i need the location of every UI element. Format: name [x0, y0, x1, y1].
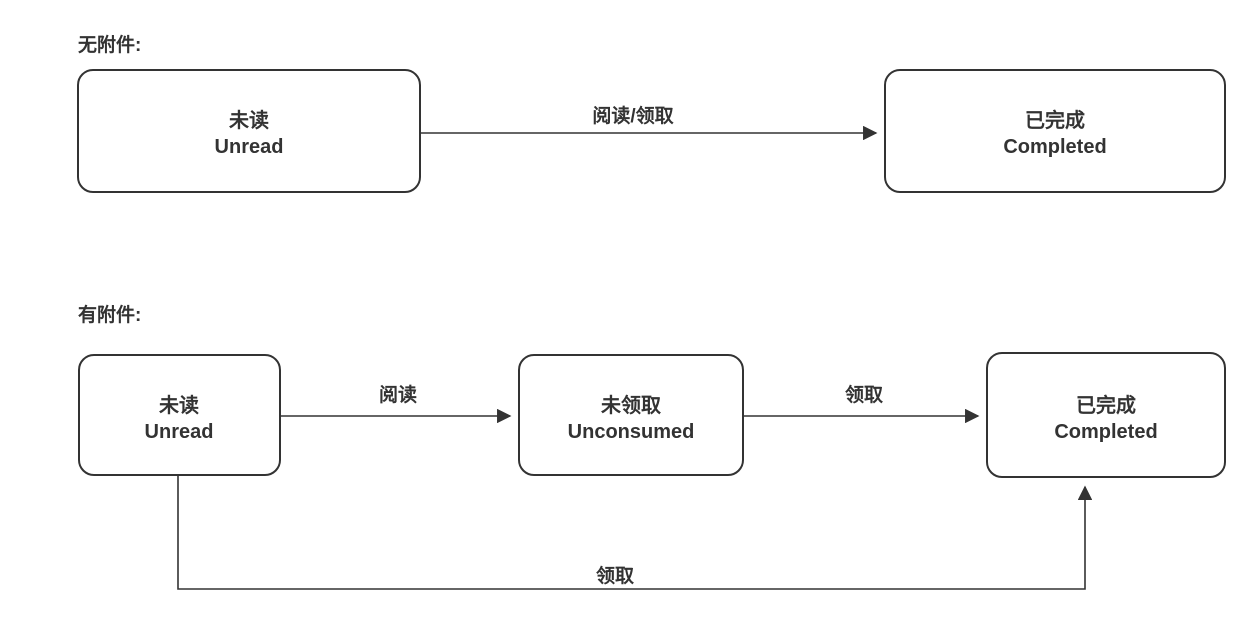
node-completed-zh-s1: 已完成 [1025, 108, 1085, 132]
edge-claim-bypass-arrow [177, 475, 1093, 590]
section-label-with-attachment: 有附件: [78, 303, 141, 326]
node-unread-en-s2: Unread [145, 421, 214, 443]
node-completed-box-s2 [986, 352, 1226, 478]
node-unread-en-s1: Unread [215, 136, 284, 158]
edge-read-label: 阅读 [379, 383, 417, 406]
node-completed-box-s1 [884, 69, 1226, 193]
node-unread-box-s2 [78, 354, 281, 476]
section-label-no-attachment: 无附件: [78, 33, 141, 56]
edge-claim-label: 领取 [845, 383, 883, 406]
node-unread-zh-s2: 未读 [159, 393, 199, 417]
node-unconsumed-zh: 未领取 [601, 393, 661, 417]
edge-claim-bypass-label: 领取 [596, 564, 634, 587]
node-unconsumed-en: Unconsumed [568, 421, 695, 443]
node-completed-en-s2: Completed [1054, 421, 1157, 443]
edge-read-claim-label: 阅读/领取 [592, 104, 673, 127]
node-completed-zh-s2: 已完成 [1076, 393, 1136, 417]
node-unread-zh-s1: 未读 [229, 108, 269, 132]
node-completed-en-s1: Completed [1003, 136, 1106, 158]
node-unread-box-s1 [77, 69, 421, 193]
node-unconsumed-box [518, 354, 744, 476]
